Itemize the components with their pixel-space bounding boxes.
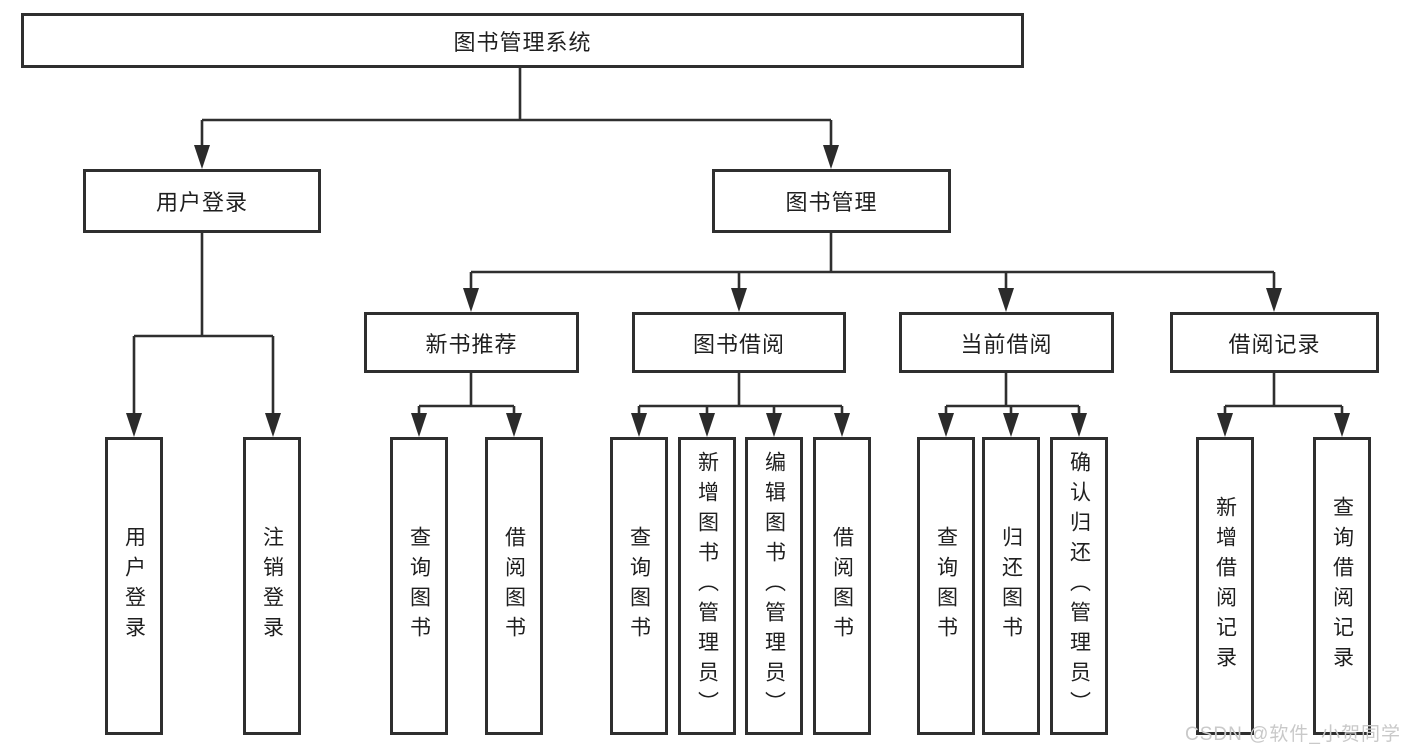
leaf-label: 查询图书: [934, 526, 958, 646]
leaf-borrow-books-recommend: 借阅图书: [485, 437, 543, 735]
arrow-down-icon: [126, 413, 142, 437]
leaf-user-login: 用户登录: [105, 437, 163, 735]
arrow-down-icon: [766, 413, 782, 437]
arrow-down-icon: [823, 145, 839, 169]
connector-new-book-recommend-to-leaves: [411, 373, 522, 437]
node-label: 当前借阅: [960, 331, 1053, 357]
leaf-add-books-admin: 新增图书（管理员）: [678, 437, 736, 735]
node-user-login: 用户登录: [83, 169, 321, 233]
connector-book-borrow-to-leaves: [631, 373, 850, 437]
leaf-label: 归还图书: [999, 526, 1023, 646]
arrow-down-icon: [265, 413, 281, 437]
leaf-confirm-return-admin: 确认归还（管理员）: [1050, 437, 1108, 735]
arrow-down-icon: [938, 413, 954, 437]
arrow-down-icon: [506, 413, 522, 437]
arrow-down-icon: [631, 413, 647, 437]
leaf-borrow-books: 借阅图书: [813, 437, 871, 735]
arrow-down-icon: [463, 288, 479, 312]
leaf-query-borrow-record: 查询借阅记录: [1313, 437, 1371, 735]
node-new-book-recommend: 新书推荐: [364, 312, 579, 373]
csdn-watermark: CSDN @软件_小贺同学: [1185, 724, 1401, 745]
node-label: 图书借阅: [692, 331, 785, 357]
connector-current-borrow-to-leaves: [938, 373, 1087, 437]
leaf-query-books-borrow: 查询图书: [610, 437, 668, 735]
connector-book-management-to-level3: [463, 233, 1282, 312]
node-borrow-records: 借阅记录: [1170, 312, 1379, 373]
arrow-down-icon: [1217, 413, 1233, 437]
leaf-label: 查询图书: [627, 526, 651, 646]
leaf-label: 借阅图书: [502, 526, 526, 646]
node-label: 借阅记录: [1228, 331, 1321, 357]
leaf-query-books-current: 查询图书: [917, 437, 975, 735]
node-root-library-management-system: 图书管理系统: [21, 13, 1024, 68]
leaf-add-borrow-record: 新增借阅记录: [1196, 437, 1254, 735]
leaf-label: 编辑图书（管理员）: [762, 451, 786, 721]
arrow-down-icon: [1266, 288, 1282, 312]
node-label: 用户登录: [155, 190, 248, 215]
arrow-down-icon: [731, 288, 747, 312]
connector-borrow-records-to-leaves: [1217, 373, 1350, 437]
node-label: 图书管理: [785, 190, 878, 215]
node-current-borrow: 当前借阅: [899, 312, 1114, 373]
leaf-query-books-recommend: 查询图书: [390, 437, 448, 735]
arrow-down-icon: [1334, 413, 1350, 437]
arrow-down-icon: [1003, 413, 1019, 437]
leaf-label: 注销登录: [260, 526, 284, 646]
leaf-logout-login: 注销登录: [243, 437, 301, 735]
leaf-label: 查询借阅记录: [1330, 496, 1354, 676]
leaf-label: 查询图书: [407, 526, 431, 646]
arrow-down-icon: [699, 413, 715, 437]
leaf-label: 新增图书（管理员）: [695, 451, 719, 721]
leaf-return-books: 归还图书: [982, 437, 1040, 735]
connector-root-to-level2: [194, 68, 839, 169]
leaf-label: 借阅图书: [830, 526, 854, 646]
arrow-down-icon: [1071, 413, 1087, 437]
leaf-label: 新增借阅记录: [1213, 496, 1237, 676]
node-label: 新书推荐: [425, 331, 518, 357]
arrow-down-icon: [998, 288, 1014, 312]
leaf-label: 用户登录: [122, 526, 146, 646]
node-label: 图书管理系统: [453, 29, 592, 55]
node-book-borrow: 图书借阅: [632, 312, 846, 373]
node-book-management: 图书管理: [712, 169, 951, 233]
arrow-down-icon: [411, 413, 427, 437]
leaf-label: 确认归还（管理员）: [1067, 451, 1091, 721]
leaf-edit-books-admin: 编辑图书（管理员）: [745, 437, 803, 735]
arrow-down-icon: [834, 413, 850, 437]
arrow-down-icon: [194, 145, 210, 169]
connector-user-login-to-leaves: [126, 233, 281, 437]
